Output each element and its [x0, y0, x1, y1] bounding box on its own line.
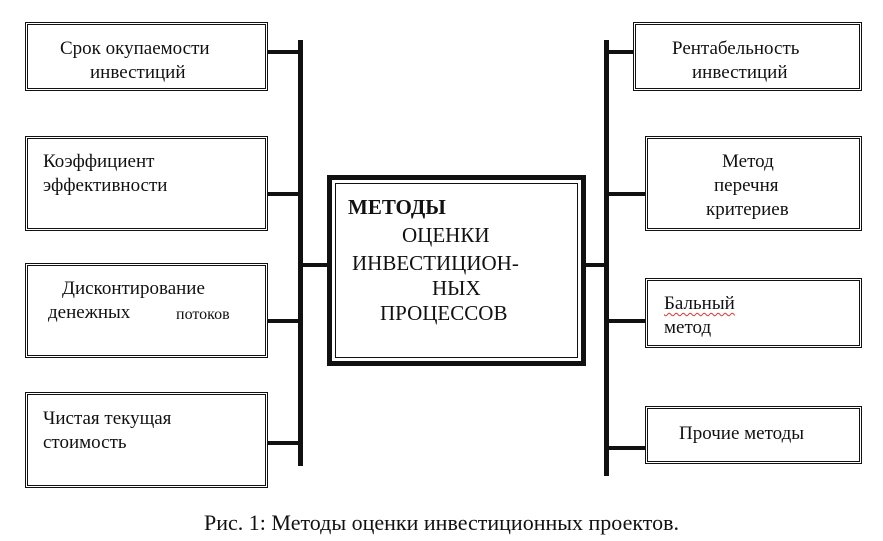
method-label-line2: эффективности	[43, 175, 168, 196]
method-label-line2: стоимость	[43, 432, 127, 453]
method-label-line1: Прочие методы	[679, 423, 805, 444]
method-box-cash-flow-discounting: Дисконтирование денежных потоков	[25, 263, 268, 358]
left-bus-line	[298, 40, 303, 466]
method-label-line2: инвестиций	[90, 62, 186, 83]
method-box-criteria-list: Метод перечня критериев	[645, 136, 862, 231]
method-label-line1: Метод	[722, 151, 774, 172]
method-label-line1: Бальный	[664, 293, 735, 314]
central-title-line3: ИНВЕСТИЦИОН-	[352, 251, 519, 275]
method-box-payback-period: Срок окупаемости инвестиций	[25, 22, 268, 91]
central-title-line1: МЕТОДЫ	[348, 195, 446, 219]
method-label-line1: Дисконтирование	[62, 278, 205, 299]
central-box-inner-border	[335, 183, 578, 358]
method-label-line1: Срок окупаемости	[60, 38, 210, 59]
left-connector-1	[267, 50, 301, 54]
right-connector-1	[607, 50, 635, 54]
right-bus-line	[604, 40, 609, 476]
method-box-scoring: Бальный метод	[645, 278, 862, 348]
right-connector-3	[607, 319, 647, 323]
left-connector-3	[267, 319, 301, 323]
method-label-line1: Рентабельность	[672, 38, 800, 59]
method-box-efficiency-ratio: Коэффициент эффективности	[25, 136, 268, 231]
central-methods-box: МЕТОДЫ ОЦЕНКИ ИНВЕСТИЦИОН- НЫХ ПРОЦЕССОВ	[327, 175, 586, 366]
method-label-line1: Чистая текущая	[43, 408, 172, 429]
method-label-line2: перечня	[714, 175, 779, 196]
method-label-line2b: потоков	[176, 306, 230, 323]
central-title-line4: НЫХ	[432, 276, 481, 300]
central-title-line2: ОЦЕНКИ	[402, 223, 490, 247]
method-box-return-on-investment: Рентабельность инвестиций	[633, 22, 862, 91]
method-box-net-present-value: Чистая текущая стоимость	[25, 392, 268, 488]
right-connector-4	[607, 446, 647, 450]
central-title-line5: ПРОЦЕССОВ	[380, 301, 508, 325]
method-label-line3: критериев	[706, 199, 789, 220]
method-label-line2: метод	[664, 317, 712, 338]
left-connector-4	[260, 441, 301, 445]
left-connector-2	[267, 192, 301, 196]
figure-caption: Рис. 1: Методы оценки инвестиционных про…	[204, 510, 679, 535]
method-label-line2a: денежных	[48, 302, 131, 323]
center-left-connector	[303, 263, 330, 267]
method-box-other: Прочие методы	[645, 406, 862, 464]
method-label-line2: инвестиций	[692, 62, 788, 83]
right-connector-2	[607, 192, 647, 196]
center-right-connector	[583, 263, 607, 267]
method-label-line1: Коэффициент	[43, 151, 155, 172]
